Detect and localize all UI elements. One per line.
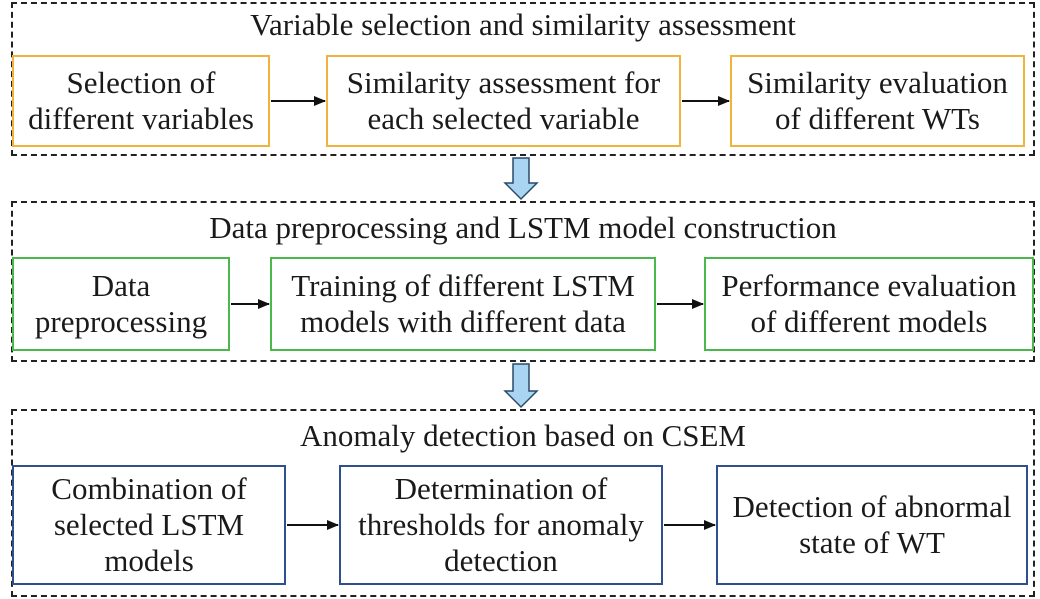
stage-2-box-3: Performance evaluation of different mode… [704, 257, 1034, 351]
down-arrow-stage-1-to-2 [503, 157, 539, 201]
stage-1-panel: Variable selection and similarity assess… [11, 2, 1035, 156]
down-arrow-stage-2-to-3 [503, 363, 539, 409]
stage-1-box-2: Similarity assessment for each selected … [326, 55, 681, 147]
stage-3-box-3: Detection of abnormal state of WT [716, 465, 1028, 585]
stage-1-box-3: Similarity evaluation of different WTs [730, 55, 1025, 147]
stage-3-box-2: Determination of thresholds for anomaly … [339, 465, 663, 585]
stage-1-box-1: Selection of different variables [12, 55, 270, 147]
stage-3-title: Anomaly detection based on CSEM [300, 418, 746, 453]
stage-1-title: Variable selection and similarity assess… [250, 7, 796, 42]
stage-3-panel: Anomaly detection based on CSEM [11, 409, 1035, 597]
stage-2-title: Data preprocessing and LSTM model constr… [209, 210, 837, 245]
stage-3-box-1: Combination of selected LSTM models [12, 465, 286, 585]
stage-2-box-1: Data preprocessing [12, 257, 230, 351]
stage-2-box-2: Training of different LSTM models with d… [270, 257, 656, 351]
stage-2-panel: Data preprocessing and LSTM model constr… [11, 201, 1035, 362]
